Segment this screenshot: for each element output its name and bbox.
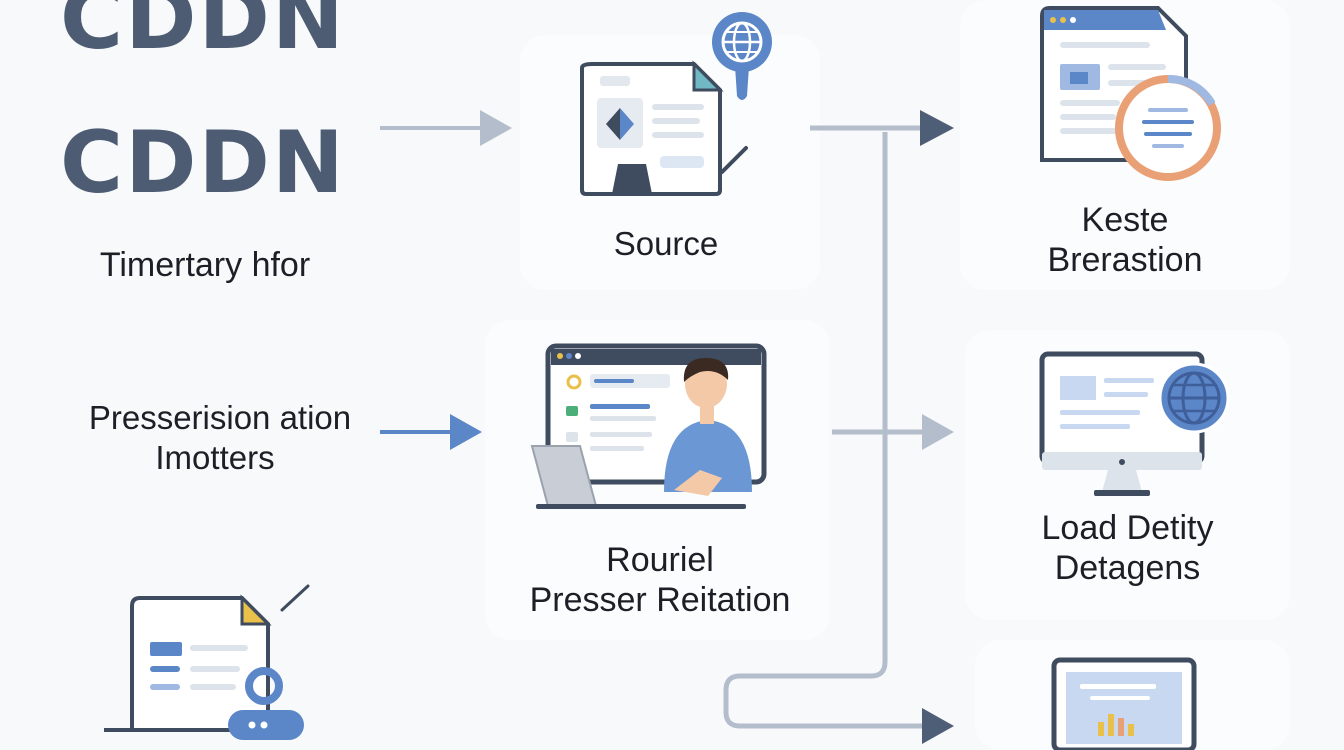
monitor-icon [1039,351,1205,496]
arrow-logo-to-source [380,110,512,146]
globe-icon [1158,362,1230,434]
arrow-source-to-right-top [810,110,954,146]
right-top-label-line1: Keste [1081,201,1169,239]
right-mid-label-line2: Detagens [1054,549,1201,587]
arrow-to-right-mid [832,414,954,450]
logo-text-top: CDDN [60,0,346,69]
arrow-presentation-to-person [380,414,482,450]
document-icon [580,60,748,196]
subtitle-label: Timertary hfor [99,246,311,284]
connector-vertical-trunk [723,132,954,744]
presentation-label-line1: Presserision ation [88,399,352,436]
globe-pin-icon [712,12,772,100]
right-mid-label-line1: Load Detity [1041,509,1214,547]
laptop-chart-icon [1051,657,1197,750]
document-user-icon [104,584,310,740]
progress-ring-icon [1115,74,1221,181]
node2-label-line1: Rouriel [606,541,714,579]
node2-label-line2: Presser Reitation [529,581,791,619]
logo-text: CDDN [60,113,346,213]
right-top-label-line2: Brerastion [1047,241,1203,279]
person-laptop-icon [530,343,767,509]
source-label: Source [613,225,719,262]
presentation-label-line2: Imotters [155,439,275,476]
